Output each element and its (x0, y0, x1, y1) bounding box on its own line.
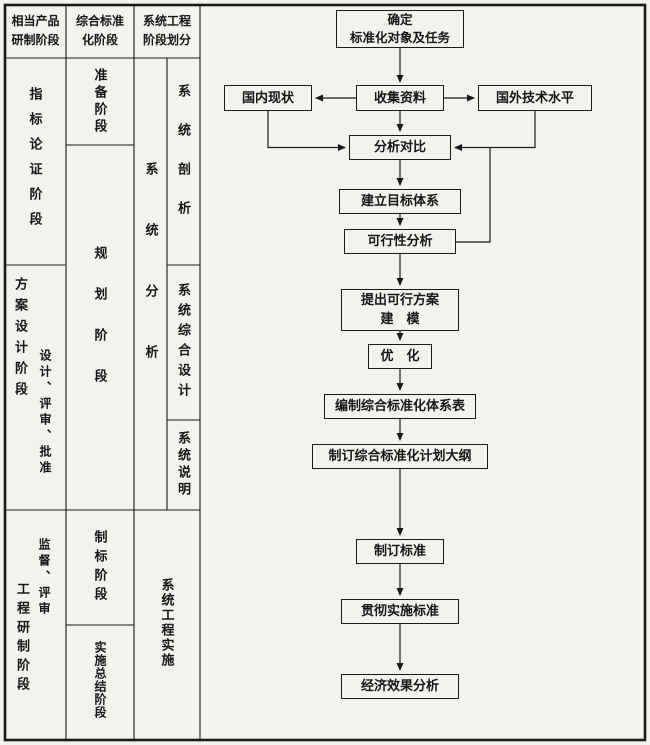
system-analysis-label: 系统分析 (143, 162, 159, 406)
flow-box-goal-system: 建立目标体系 (339, 189, 461, 214)
design-stage-label: 方案设计阶段 (13, 277, 28, 403)
system-comprehensive-design-label: 系统综合设计 (176, 282, 191, 403)
cell-system-explanation: 系统说明 (168, 420, 199, 510)
outer-border (3, 3, 647, 742)
cell-design-stage: 方案设计阶段 设计、评审、批准 (5, 265, 65, 510)
cell-system-profiling: 系统剖析 (168, 58, 199, 265)
cell-system-engineering-implementation: 系统工程实施 (135, 510, 199, 735)
system-profiling-label: 系统剖析 (176, 83, 191, 240)
table-grid (5, 5, 201, 740)
supervise-review-label: 监督、评审 (37, 538, 51, 618)
flow-box-system-table: 编制综合标准化体系表 (324, 394, 476, 419)
cell-preparation-stage: 准备阶段 (67, 58, 133, 145)
flow-box-proposal-modeling: 提出可行方案 建 模 (341, 289, 459, 331)
feedback-line (456, 148, 491, 243)
flow-box-determine-objects: 确定 标准化对象及任务 (336, 10, 464, 48)
flow-box-optimize: 优 化 (368, 344, 432, 369)
cell-implementation-summary-stage: 实施总结阶段 (67, 625, 133, 735)
cell-demonstration-stage: 指标论证阶段 (5, 58, 65, 265)
system-engineering-implementation-label: 系统工程实施 (159, 577, 175, 668)
implementation-summary-label: 实施总结阶段 (93, 641, 107, 719)
flow-box-collect-data: 收集资料 (356, 85, 444, 111)
preparation-stage-label: 准备阶段 (92, 67, 108, 136)
flow-box-implement-standards: 贯彻实施标准 (341, 599, 459, 624)
flow-arrows (267, 48, 536, 671)
cell-development-stage: 监督、评审 工程研制阶段 (5, 510, 65, 735)
cell-system-comprehensive-design: 系统综合设计 (168, 265, 199, 420)
planning-stage-label: 规划阶段 (92, 245, 108, 410)
system-explanation-label: 系统说明 (176, 431, 191, 499)
design-review-approve-label: 设计、评审、批准 (38, 349, 52, 477)
header-system-engineering: 系统工程 阶段划分 (142, 13, 191, 47)
flow-box-feasibility-analysis: 可行性分析 (344, 229, 456, 254)
flow-box-make-standards: 制订标准 (356, 539, 444, 564)
flow-box-analyze-compare: 分析对比 (349, 135, 451, 160)
cell-standard-making-stage: 制标阶段 (67, 510, 133, 625)
header-standardization-stage: 综合标准 化阶段 (75, 13, 124, 47)
flow-box-plan-outline: 制订综合标准化计划大纲 (312, 444, 488, 469)
development-stage-label: 工程研制阶段 (15, 582, 30, 696)
standard-making-stage-label: 制标阶段 (92, 529, 108, 606)
flow-box-foreign-tech-level: 国外技术水平 (478, 85, 592, 111)
cell-planning-stage: 规划阶段 (67, 145, 133, 510)
cell-system-analysis: 系统分析 (135, 58, 167, 510)
flow-box-economic-analysis: 经济效果分析 (341, 674, 459, 699)
demonstration-stage-label: 指标论证阶段 (27, 86, 43, 237)
flow-box-domestic-status: 国内现状 (224, 85, 312, 111)
header-product-stage: 相当产品 研制阶段 (11, 13, 60, 47)
